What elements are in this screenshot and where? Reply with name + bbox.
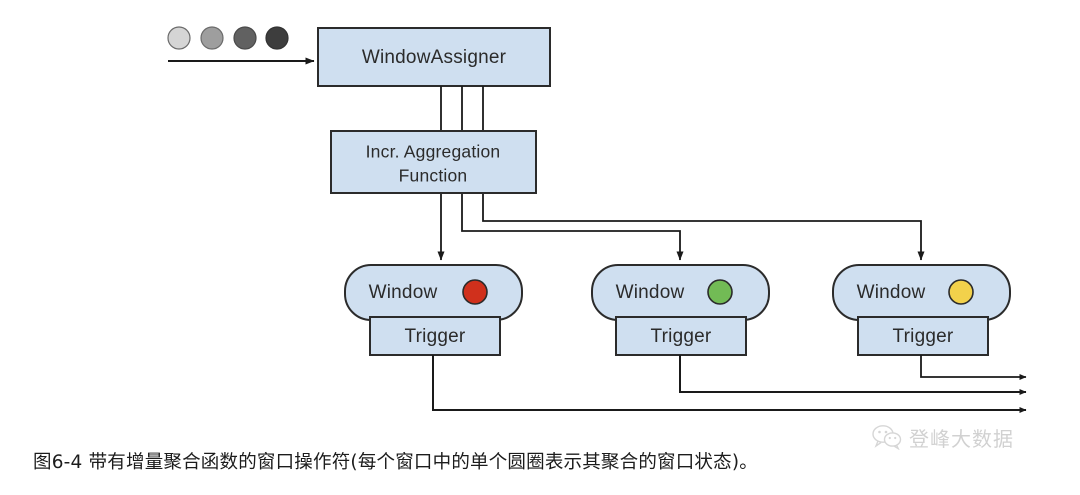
trigger-box-2 — [615, 316, 747, 356]
figure-caption: 图6-4 带有增量聚合函数的窗口操作符(每个窗口中的单个圆圈表示其聚合的窗口状态… — [33, 452, 758, 473]
output-arrow-red — [432, 355, 1027, 413]
output-arrow-green — [679, 355, 1027, 395]
window-group-3[interactable]: Window Trigger — [832, 264, 1011, 356]
output-arrows — [432, 355, 1027, 413]
trigger-label-2: Trigger — [651, 326, 712, 347]
trigger-box-1 — [369, 316, 501, 356]
yellow-state-circle — [948, 279, 974, 305]
input-event-circle-4 — [265, 26, 289, 50]
red-state-circle — [462, 279, 488, 305]
output-arrow-yellow — [920, 355, 1027, 380]
incr-aggregation-function-label-line1: Incr. Aggregation — [366, 142, 501, 162]
trigger-label-3: Trigger — [893, 326, 954, 347]
input-event-circle-2 — [200, 26, 224, 50]
window-group-2[interactable]: Window Trigger — [591, 264, 770, 356]
incr-aggregation-function-box — [330, 130, 537, 194]
window-assigner-label: WindowAssigner — [362, 47, 507, 68]
trigger-box-3 — [857, 316, 989, 356]
green-state-circle — [707, 279, 733, 305]
window-label-3: Window — [857, 282, 926, 303]
incr-aggregation-function-label-line2: Function — [399, 166, 468, 186]
input-event-stream — [167, 26, 315, 65]
trigger-label-1: Trigger — [405, 326, 466, 347]
window-label-2: Window — [616, 282, 685, 303]
window-label-1: Window — [369, 282, 438, 303]
incr-aggregation-function-node[interactable]: Incr. Aggregation Function — [330, 130, 537, 194]
window-assigner-box — [317, 27, 551, 87]
input-event-circle-3 — [233, 26, 257, 50]
window-assigner-node[interactable]: WindowAssigner — [317, 27, 551, 87]
window-group-1[interactable]: Window Trigger — [344, 264, 523, 356]
input-event-circle-1 — [167, 26, 191, 50]
connector-to-window-3 — [482, 86, 925, 261]
